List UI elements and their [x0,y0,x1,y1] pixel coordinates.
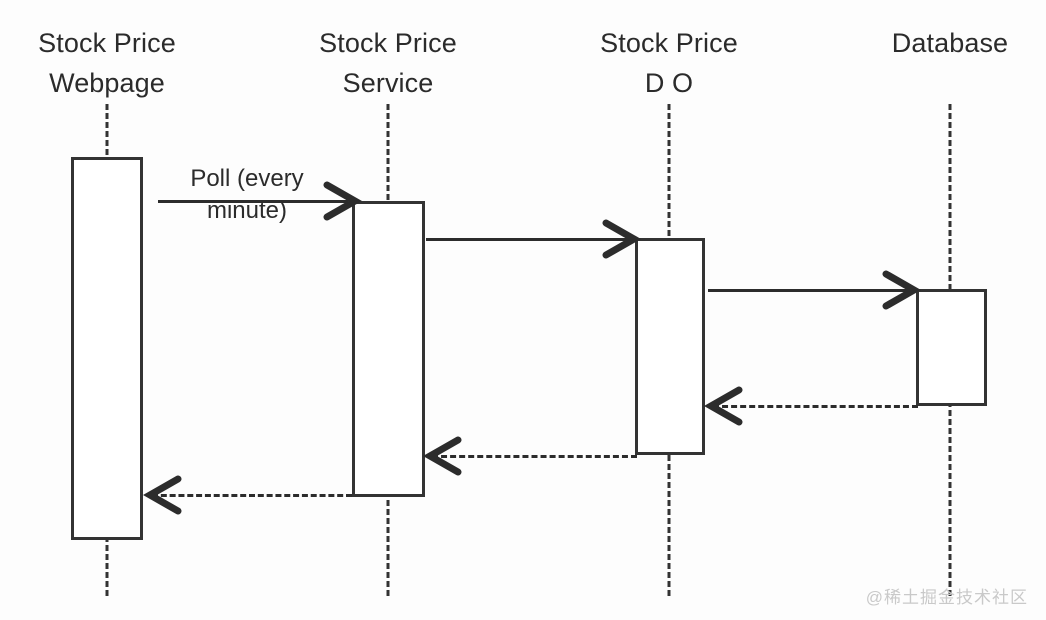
activation-box-database [916,289,987,406]
message-line-do-return [432,455,637,458]
participant-title-service: Stock Price Service [319,28,457,98]
message-line-service-to-do [426,238,632,241]
message-label-poll: Poll (every minute) [190,165,304,225]
activation-box-webpage [71,157,143,540]
message-line-database-return [713,405,918,408]
message-line-poll [158,200,348,203]
activation-box-do [635,238,705,455]
participant-title-do: Stock Price D O [600,28,738,98]
watermark: @稀土掘金技术社区 [865,588,1028,607]
activation-box-service [352,201,425,497]
participant-title-webpage: Stock Price Webpage [38,28,176,98]
message-line-do-to-database [708,289,912,292]
participant-title-database: Database [891,28,1009,58]
message-line-service-return [152,494,352,497]
